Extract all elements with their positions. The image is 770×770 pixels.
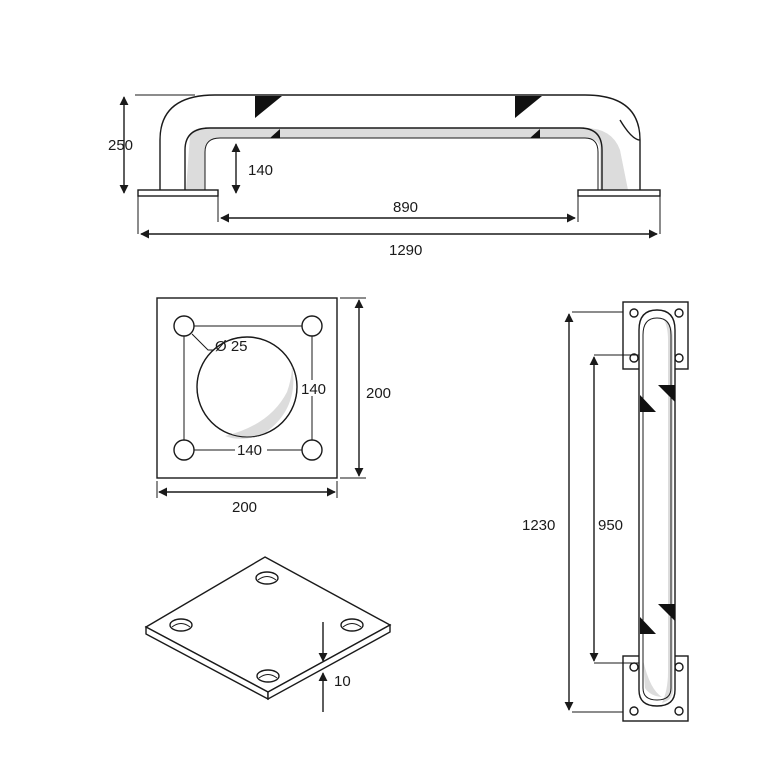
bolt-hole-br (301, 439, 323, 461)
iso-hole-bottom (256, 669, 280, 683)
dim-label-plate-thickness: 10 (334, 673, 351, 690)
dim-label-hole-spacing-v: 140 (301, 381, 326, 398)
plate-plan-view: Ø 25 140 140 200 200 (156, 297, 391, 516)
bolt-hole-bl (173, 439, 195, 461)
dim-label-inner-width: 890 (393, 199, 418, 216)
dim-label-vertical-inner: 950 (598, 517, 623, 534)
dim-label-inner-height: 140 (248, 162, 273, 179)
iso-hole-top (255, 571, 279, 585)
dim-label-overall-width: 1290 (389, 242, 422, 259)
plate-isometric-view: 10 (144, 556, 392, 712)
iso-hole-right (340, 618, 364, 632)
dim-label-plate-width: 200 (232, 499, 257, 516)
vertical-view: 1230 950 (522, 301, 689, 722)
dim-label-vertical-total: 1230 (522, 517, 555, 534)
left-base-plate (137, 189, 219, 197)
bar-inner-contour (184, 127, 603, 190)
iso-hole-left (169, 618, 193, 632)
bolt-hole-tr (301, 315, 323, 337)
dim-label-plate-height: 200 (366, 385, 391, 402)
dim-label-hole-spacing-h: 140 (237, 442, 262, 459)
right-base-plate (577, 189, 661, 197)
bolt-hole-tl (173, 315, 195, 337)
front-view: 250 140 890 1290 (108, 94, 661, 259)
dim-label-hole-diameter: Ø 25 (215, 338, 248, 355)
bar-outer-contour (159, 94, 641, 190)
dim-label-overall-height: 250 (108, 137, 133, 154)
